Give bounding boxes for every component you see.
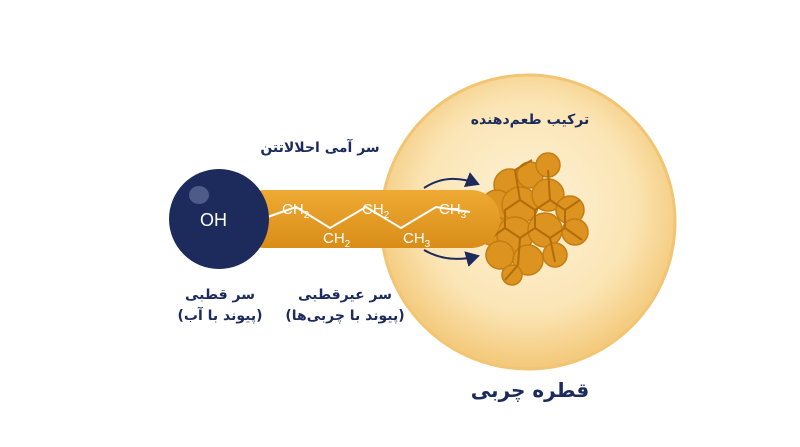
fat-droplet-label: قطره چربی: [470, 378, 590, 402]
flavor-compound-skeleton: [487, 159, 583, 281]
head-group-label: OH: [200, 210, 227, 230]
flavor-compound-label: ترکیب طعم‌دهنده: [470, 112, 590, 128]
chain-label-5: CH3: [439, 201, 467, 221]
arrow-bottom: [423, 249, 480, 267]
chain-label-2: CH2: [323, 230, 351, 250]
emulsifier-tail-label: سر آمی احلالاتتن: [260, 140, 380, 156]
chain-label-1: CH2: [282, 201, 310, 221]
chain-label-3: CH2: [362, 201, 390, 221]
chain-label-4: CH3: [403, 230, 431, 250]
polar-head-highlight: [189, 186, 209, 204]
arrow-top: [423, 172, 480, 189]
nonpolar-tail-note: (پیوند با چربی‌ها): [285, 308, 405, 324]
polar-head-label: سر قطبی: [184, 287, 256, 303]
nonpolar-tail-bar: [236, 190, 500, 248]
nonpolar-tail-label: سر عیرقطبی: [297, 287, 393, 303]
polar-head-note: (پیوند با آب): [177, 308, 263, 324]
carbon-chain-zigzag: [261, 205, 471, 230]
